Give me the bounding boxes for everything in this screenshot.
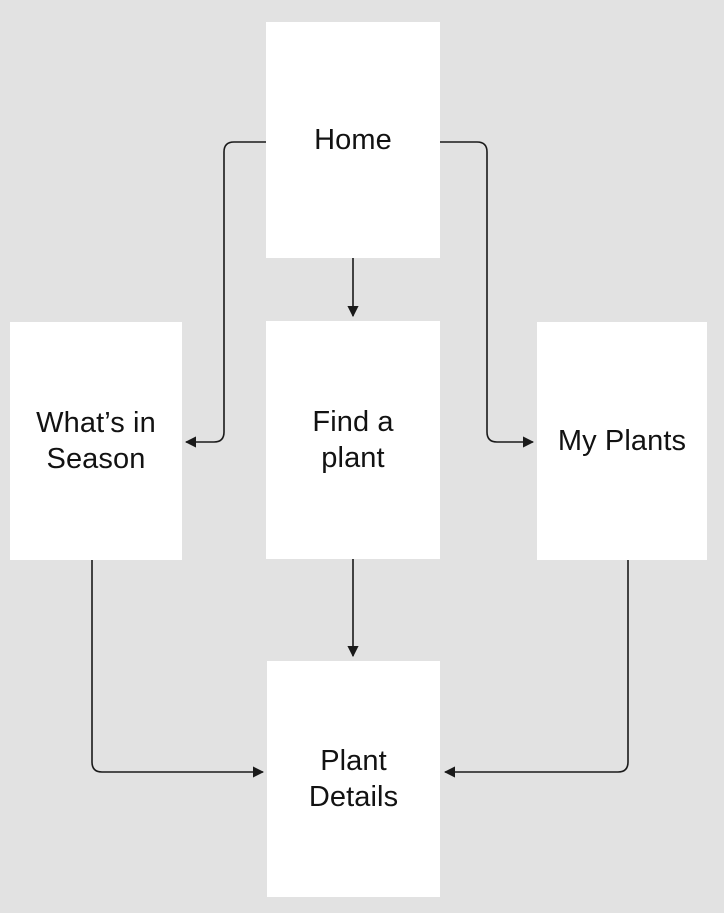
edge-whats-in-season-to-plant-details (91, 560, 265, 778)
edge-home-to-my-plants (440, 141, 535, 448)
node-plant-details[interactable]: Plant Details (267, 661, 440, 897)
node-whats-in-season-label: What’s in Season (36, 407, 156, 475)
node-my-plants-label: My Plants (557, 425, 687, 457)
edge-home-to-whats-in-season (184, 141, 266, 448)
node-plant-details-label: Plant Details (308, 745, 399, 813)
node-find-a-plant-label: Find a plant (312, 406, 394, 474)
node-find-a-plant[interactable]: Find a plant (266, 321, 440, 559)
node-home-label: Home (314, 124, 392, 156)
node-my-plants[interactable]: My Plants (537, 322, 707, 560)
node-whats-in-season[interactable]: What’s in Season (10, 322, 182, 560)
edge-my-plants-to-plant-details (443, 560, 629, 778)
node-home[interactable]: Home (266, 22, 440, 258)
